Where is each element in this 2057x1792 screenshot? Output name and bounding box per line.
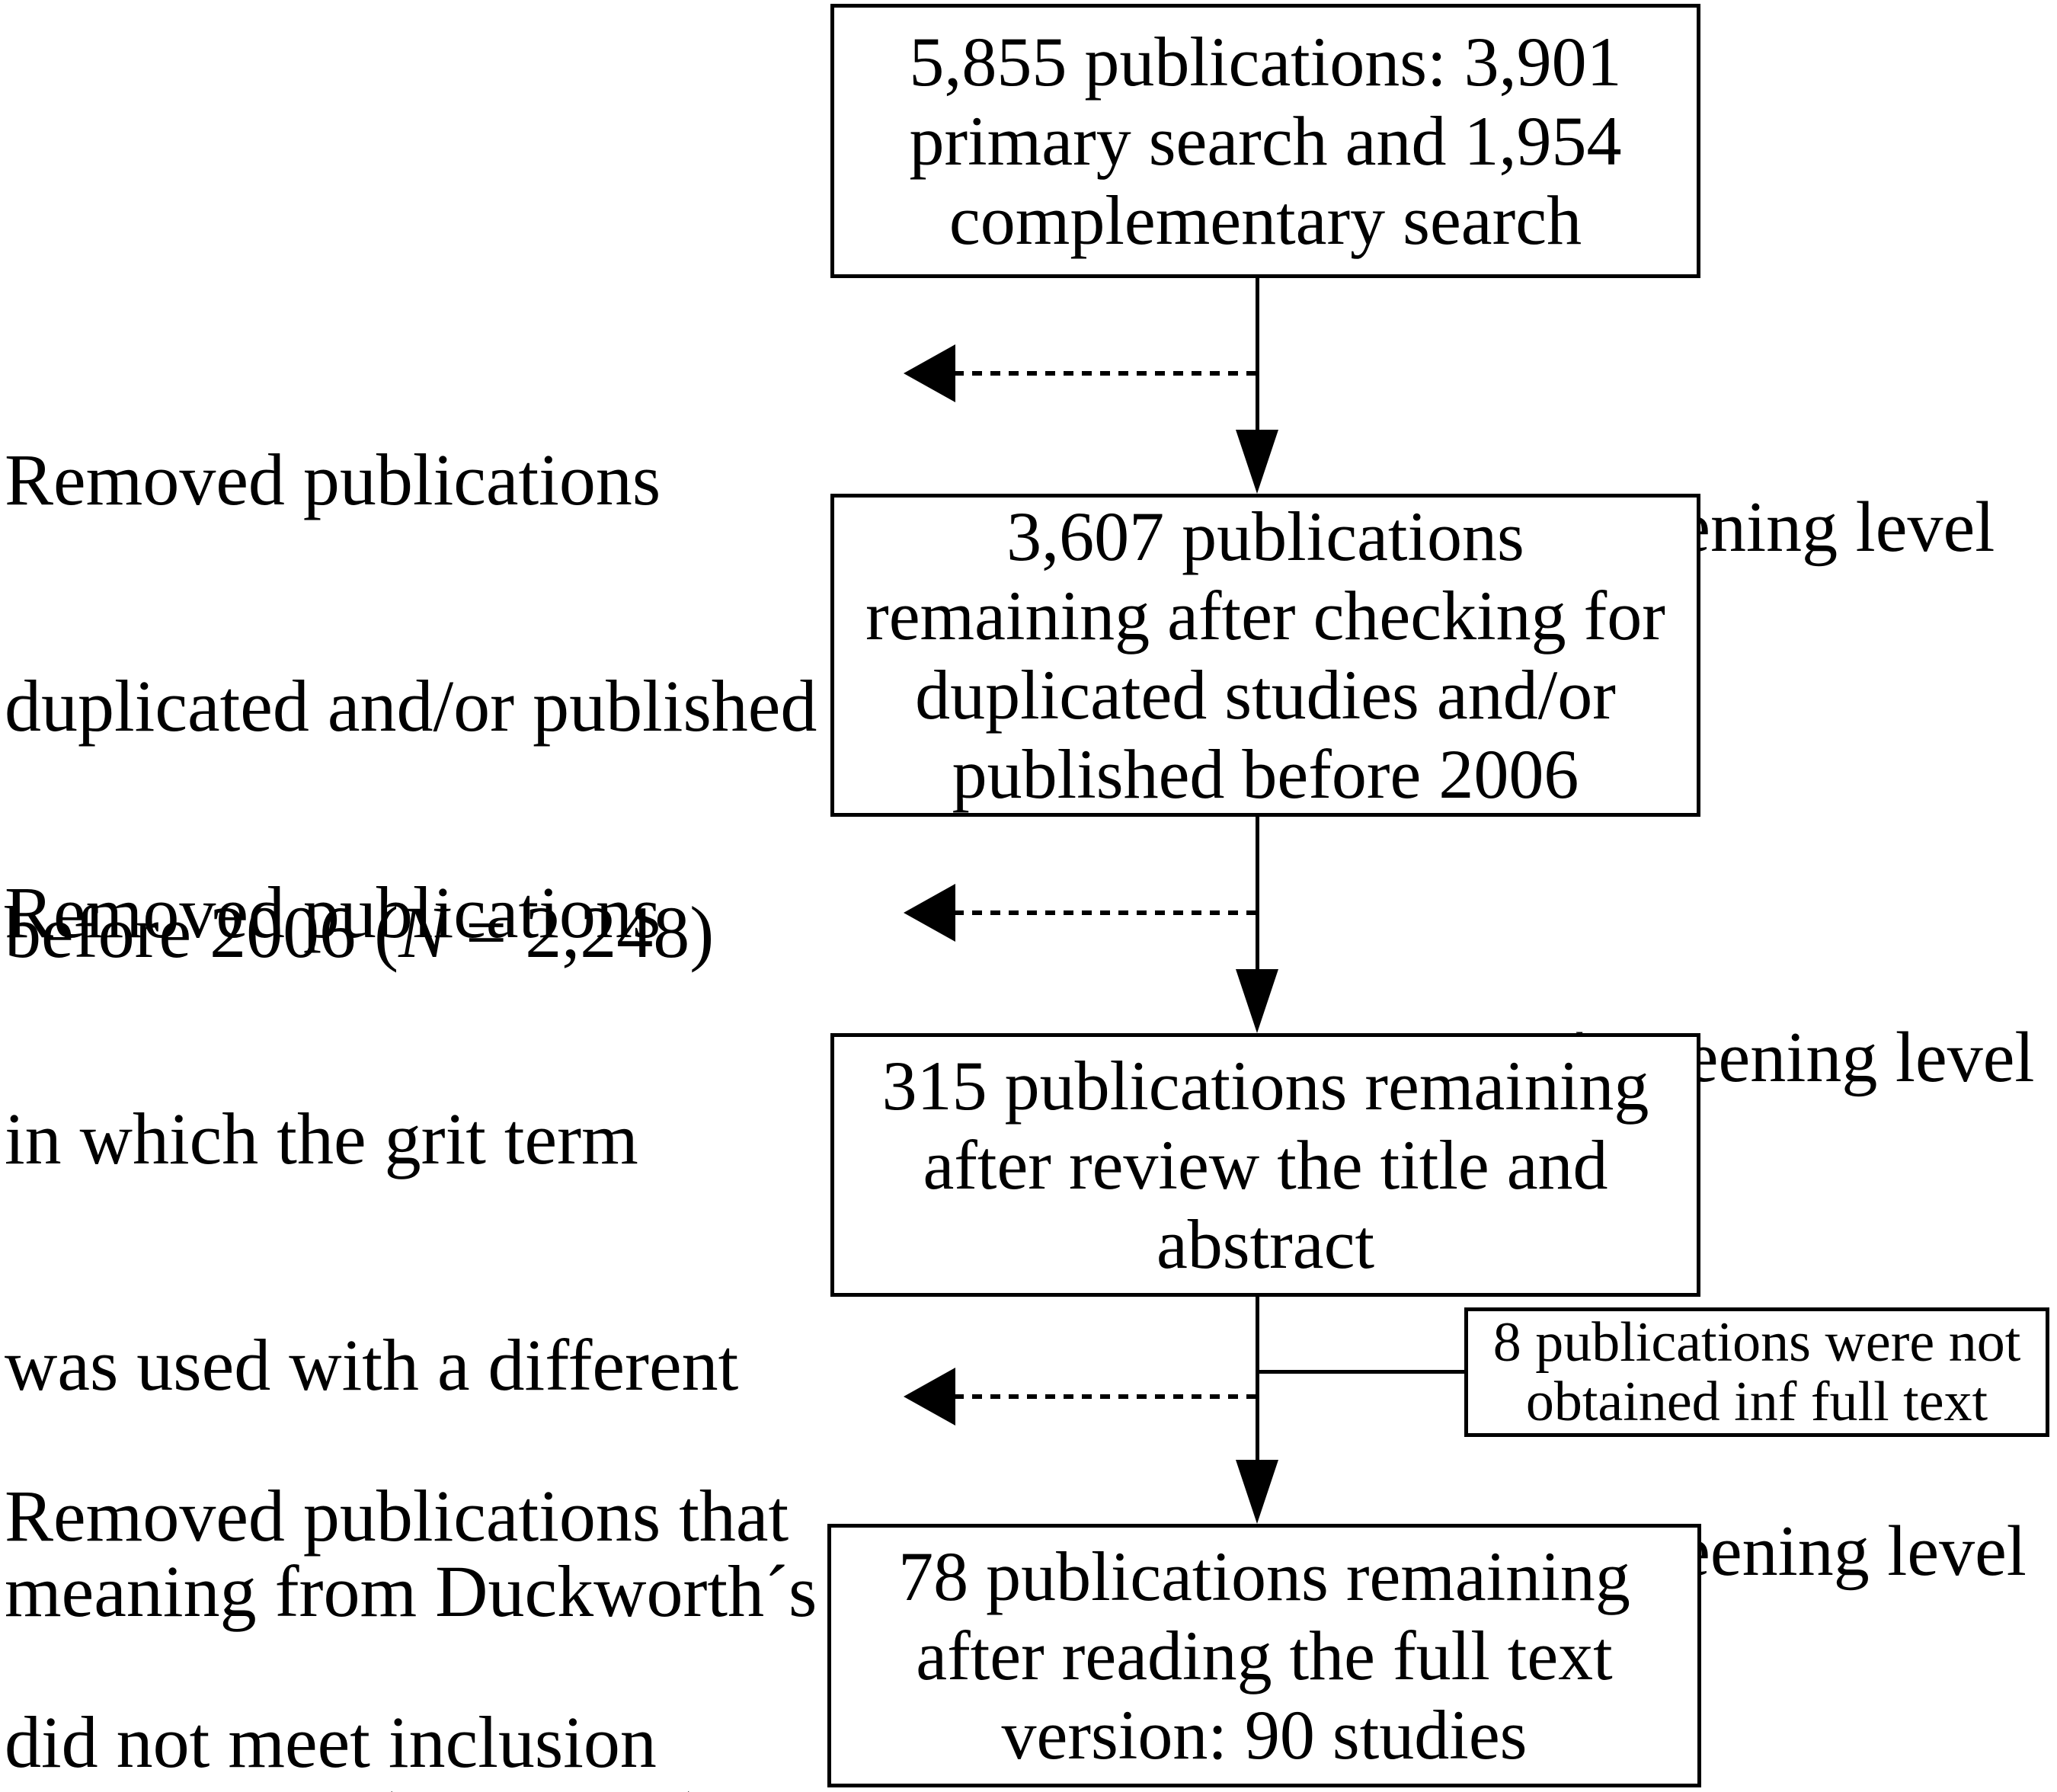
- arrowhead-left-2: [904, 884, 955, 942]
- connector-line-3: [1256, 1295, 1259, 1461]
- note-line: in which the grit term: [5, 1098, 638, 1179]
- arrowhead-down-1: [1236, 430, 1278, 494]
- note-line: grit concept (N = 3,292): [5, 1780, 817, 1792]
- note-removed-different-grit-meaning: Removed publications in which the grit t…: [5, 724, 817, 1792]
- note-line: Removed publications: [5, 439, 661, 520]
- box-line: 315 publications remaining: [881, 1047, 1649, 1125]
- arrowhead-down-2: [1236, 969, 1278, 1033]
- box-line: published before 2006: [952, 735, 1579, 813]
- dashed-removal-line-1: [954, 371, 1257, 376]
- flow-box-initial-publications: 5,855 publications: 3,901 primary search…: [830, 4, 1700, 278]
- dashed-removal-line-2: [954, 910, 1257, 915]
- note-line: was used with a different: [5, 1324, 739, 1406]
- note-line: before 2006 (N = 2,248): [5, 891, 715, 973]
- arrowhead-down-3: [1236, 1460, 1278, 1524]
- flow-box-not-obtained-full-text: 8 publications were not obtained inf ful…: [1464, 1307, 2049, 1437]
- box-line: obtained inf full text: [1525, 1371, 1988, 1433]
- note-line: duplicated and/or published: [5, 665, 817, 747]
- box-line: abstract: [1156, 1205, 1375, 1283]
- box-line: after review the title and: [923, 1126, 1608, 1204]
- n-variable: N: [398, 891, 448, 973]
- note-line: did not meet inclusion: [5, 1701, 657, 1783]
- arrowhead-left-3: [904, 1368, 955, 1426]
- note-removed-duplicates: Removed publications duplicated and/or p…: [5, 291, 817, 1121]
- box-line: primary search and 1,954: [909, 102, 1622, 180]
- note-line: meaning from Duckworth´s: [5, 1550, 817, 1632]
- box-line: complementary search: [949, 181, 1582, 259]
- box-line: version: 90 studies: [1001, 1696, 1528, 1774]
- box-line: 5,855 publications: 3,901: [909, 23, 1622, 101]
- flow-box-final-included: 78 publications remaining after reading …: [827, 1524, 1701, 1787]
- n-variable: N: [395, 1777, 443, 1792]
- box-line: remaining after checking for: [865, 577, 1665, 654]
- note-line: Removed publications that: [5, 1475, 789, 1557]
- flow-box-after-duplicate-check: 3,607 publications remaining after check…: [830, 494, 1700, 817]
- note-removed-inclusion-criteria: Removed publications that did not meet i…: [5, 1327, 789, 1792]
- flow-box-after-title-abstract-review: 315 publications remaining after review …: [830, 1033, 1700, 1297]
- box-line: 3,607 publications: [1006, 498, 1524, 575]
- connector-line-2: [1256, 815, 1259, 971]
- box-line: duplicated studies and/or: [915, 656, 1616, 734]
- box-line: after reading the full text: [916, 1617, 1613, 1694]
- box-line: 8 publications were not: [1492, 1311, 2021, 1374]
- connector-line-1: [1256, 277, 1259, 433]
- arrowhead-left-1: [904, 344, 955, 402]
- dashed-removal-line-3: [954, 1394, 1257, 1399]
- connector-line-side-branch: [1257, 1370, 1469, 1374]
- note-line: Removed publications: [5, 872, 661, 953]
- box-line: 78 publications remaining: [898, 1538, 1630, 1615]
